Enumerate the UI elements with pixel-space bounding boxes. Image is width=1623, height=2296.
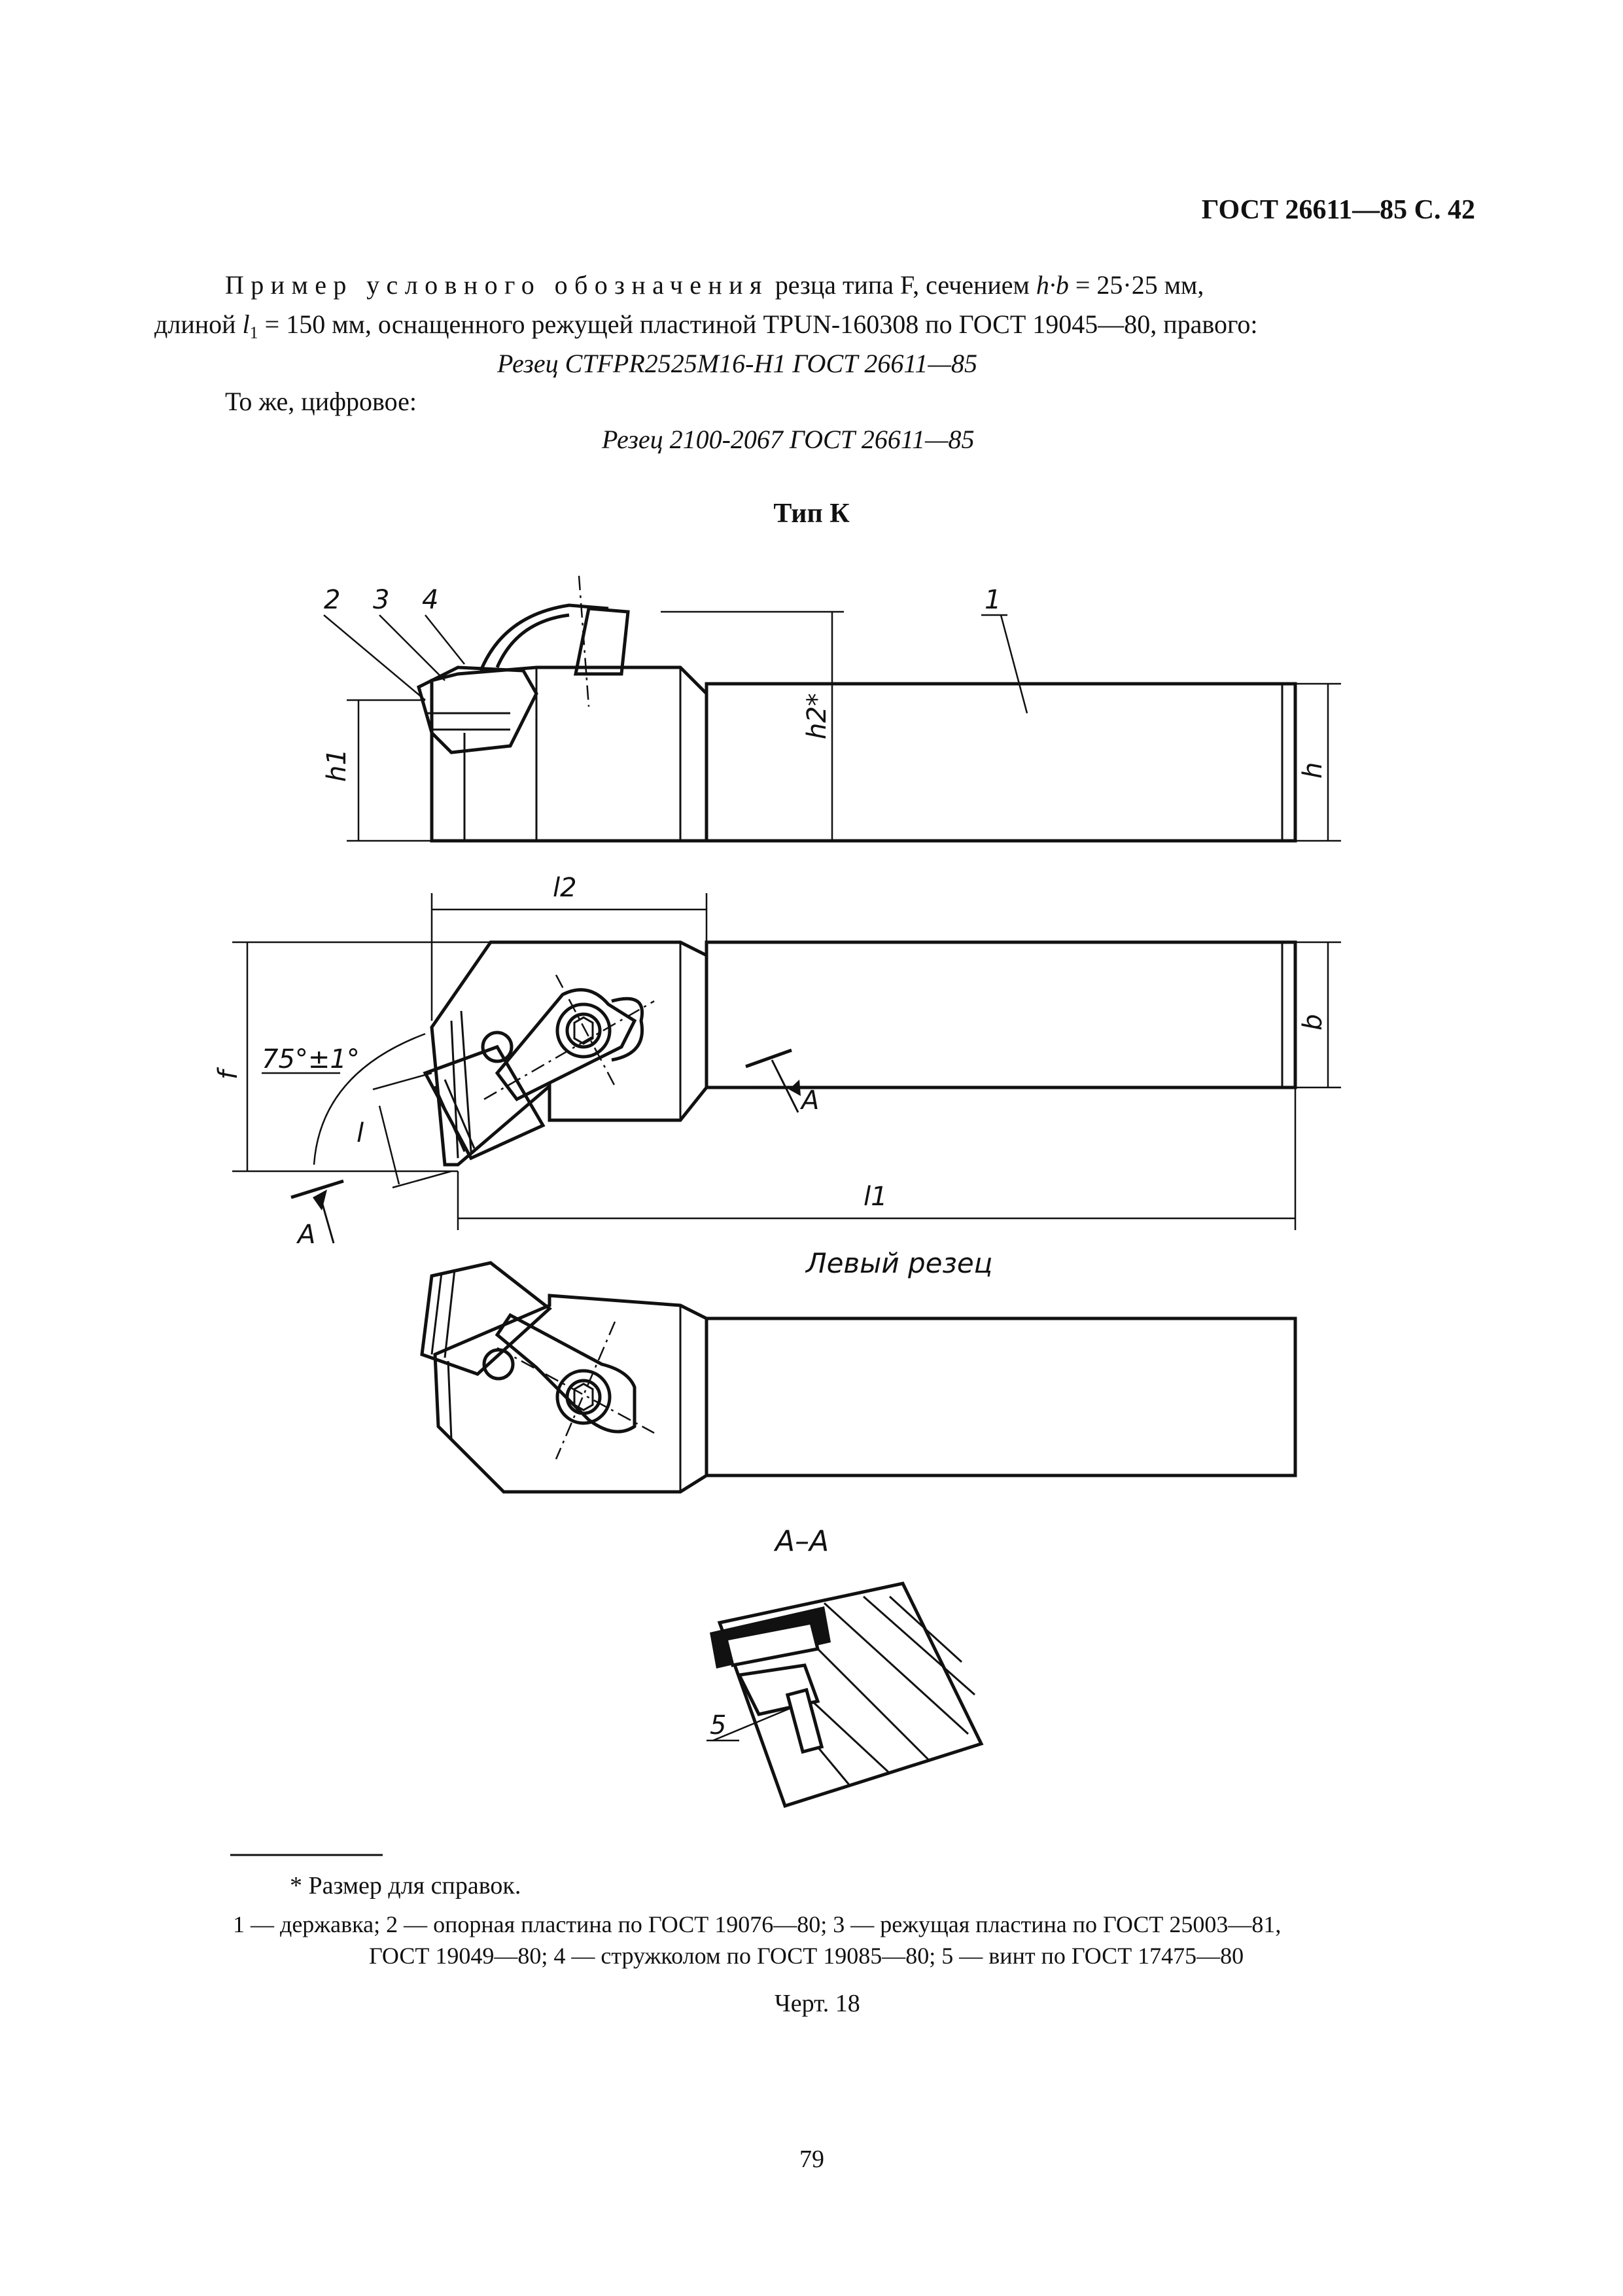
- callout-1: 1: [985, 585, 1001, 615]
- document-header: ГОСТ 26611—85 С. 42: [1201, 195, 1475, 225]
- shank-side: [705, 682, 1297, 843]
- example-length-rest: = 150 мм, оснащенного режущей пластиной …: [258, 309, 1258, 339]
- section-mark-a-left: A: [296, 1220, 315, 1250]
- digital-designation: Резец 2100-2067 ГОСТ 26611—85: [602, 425, 975, 454]
- top-view: A A l2 b f 75°±1° l l1: [213, 873, 1341, 1250]
- example-hb: h·b: [1036, 270, 1069, 300]
- footnote-legend-1: 1 — державка; 2 — опорная пластина по ГО…: [233, 1911, 1282, 1937]
- example-line-1: Пример условного обозначения резца типа …: [225, 270, 1204, 301]
- section-aa-label: A–A: [773, 1525, 829, 1558]
- page-number: 79: [799, 2146, 824, 2173]
- example-text-1: резца типа F, сечением: [768, 270, 1036, 300]
- callout-2: 2: [324, 585, 340, 615]
- callout-3: 3: [373, 585, 389, 615]
- dim-f-label: f: [213, 1067, 243, 1080]
- dim-h-label: h: [1298, 762, 1328, 779]
- clamp-lever: [479, 603, 609, 671]
- dim-l2-label: l2: [553, 873, 577, 903]
- dim-l-label: l: [357, 1118, 364, 1148]
- callout-4: 4: [422, 585, 438, 615]
- example-designation: Резец CTFPR2525M16-H1 ГОСТ 26611—85: [497, 349, 977, 378]
- shank-top: [705, 940, 1297, 1089]
- section-title: Тип К: [773, 499, 850, 529]
- dim-h1-label: h1: [322, 749, 352, 782]
- insert-side: [417, 665, 538, 754]
- figure-caption: Черт. 18: [775, 1990, 860, 2017]
- dim-b-label: b: [1298, 1014, 1328, 1031]
- footnote-ref-note: * Размер для справок.: [290, 1872, 521, 1899]
- example-text-2: = 25·25 мм,: [1068, 270, 1204, 300]
- left-cutter-label: Левый резец: [805, 1247, 992, 1279]
- left-shank: [705, 1316, 1297, 1477]
- left-cutter-view: [420, 1261, 1297, 1494]
- digital-label: То же, цифровое:: [225, 387, 417, 416]
- left-insert: [420, 1261, 552, 1376]
- section-screw: [785, 1687, 824, 1754]
- left-holder-head: [433, 1294, 708, 1494]
- insert-top: [423, 1044, 546, 1161]
- section-a-a: A–A 5: [707, 1525, 984, 1809]
- dim-h2-label: h2*: [802, 693, 832, 739]
- example-l-sub: 1: [249, 323, 258, 342]
- example-lead: Пример условного обозначения: [225, 270, 769, 300]
- example-l-symbol: l: [242, 309, 250, 339]
- left-clamp: [495, 1313, 637, 1434]
- section-body: [717, 1581, 984, 1809]
- dim-angle-label: 75°±1°: [262, 1044, 360, 1074]
- screw-head: [555, 1002, 612, 1059]
- example-length-label: длиной: [154, 309, 243, 339]
- footnote-legend-2: ГОСТ 19049—80; 4 — стружколом по ГОСТ 19…: [369, 1943, 1244, 1969]
- holder-head-side: [430, 665, 708, 843]
- dim-l1-label: l1: [864, 1182, 888, 1212]
- callout-5: 5: [710, 1710, 726, 1740]
- example-line-2: длиной l1 = 150 мм, оснащенного режущей …: [154, 309, 1258, 343]
- side-view: h1 h2* h 1 2 3 4: [322, 575, 1341, 843]
- clamp-top: [495, 988, 637, 1102]
- section-mark-a-right: A: [799, 1086, 819, 1116]
- holder-head-top: [430, 940, 708, 1167]
